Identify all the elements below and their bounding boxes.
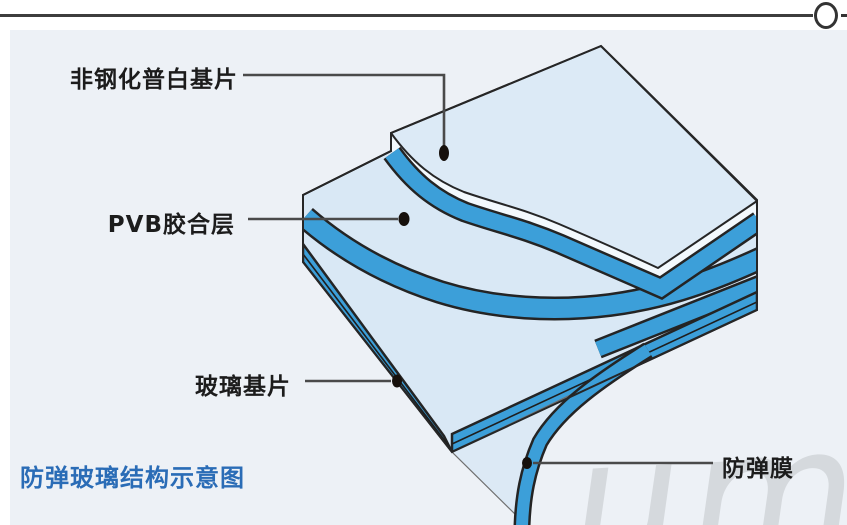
diagram-title: 防弹玻璃结构示意图 [20,464,245,492]
rule-end-tick [841,14,847,17]
bottom-left-edge-separator [303,253,449,446]
label-bullet-film: 防弹膜 [722,456,794,482]
top-horizontal-rule [0,14,813,17]
rule-end-circle-icon [814,2,838,29]
bottom-glass-edge [595,276,757,356]
label-pvb-layer: PVB胶合层 [107,212,235,238]
bullet-film-strip [516,344,652,525]
label-top-substrate: 非钢化普白基片 [70,67,238,93]
callout-dot-glass-substrate [392,374,402,388]
callout-dot-top-substrate [439,145,449,161]
leader-top-substrate [243,73,446,146]
callout-dot-bullet-film [522,457,532,469]
pvb-layer-2 [303,209,757,318]
stack-outline [302,44,758,454]
callout-dot-pvb [398,212,410,226]
pvb-layer-1 [385,148,757,298]
top-glass-sheet-face [389,46,757,270]
label-glass-substrate: 玻璃基片 [195,374,291,400]
